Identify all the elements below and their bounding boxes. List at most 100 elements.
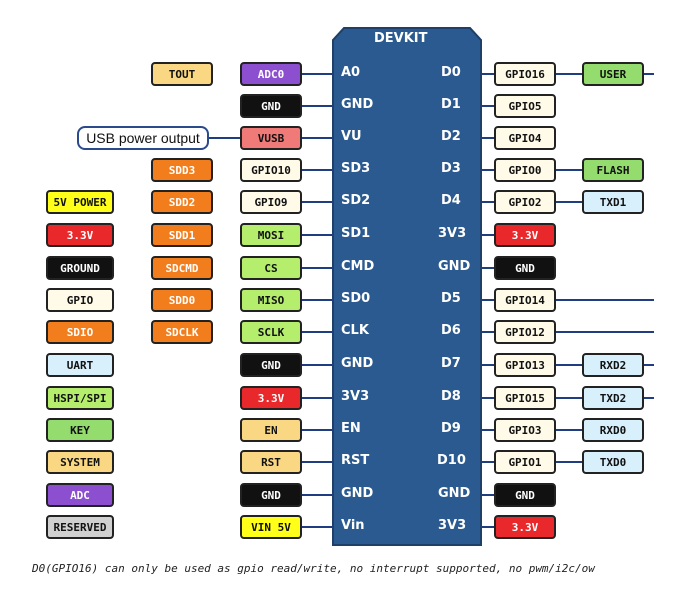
left-label-sdd1: SDD1 xyxy=(151,223,213,247)
label-connector-line xyxy=(556,461,582,463)
label-connector-line xyxy=(556,201,582,203)
left-label-gpio9: GPIO9 xyxy=(240,190,302,214)
board-title: DEVKIT xyxy=(374,31,428,46)
pin-left-rst: RST xyxy=(341,453,370,468)
pin-left-a0: A0 xyxy=(341,65,361,80)
pin-right-d9: D9 xyxy=(441,421,461,436)
pin-connector-line xyxy=(302,234,333,236)
pin-connector-line xyxy=(481,267,494,269)
pin-right-d3: D3 xyxy=(441,161,461,176)
left-label-gpio10: GPIO10 xyxy=(240,158,302,182)
pin-connector-line xyxy=(481,494,494,496)
left-label-en: EN xyxy=(240,418,302,442)
pin-connector-line xyxy=(302,137,333,139)
pin-connector-line xyxy=(302,267,333,269)
right-label-gpio4: GPIO4 xyxy=(494,126,556,150)
right-label-gnd: GND xyxy=(494,256,556,280)
pin-connector-line xyxy=(302,201,333,203)
right-label-gpio5: GPIO5 xyxy=(494,94,556,118)
left-label-gnd: GND xyxy=(240,353,302,377)
pin-left-cmd: CMD xyxy=(341,259,375,274)
right-label-gpio3: GPIO3 xyxy=(494,418,556,442)
left-label-mosi: MOSI xyxy=(240,223,302,247)
left-label-sdclk: SDCLK xyxy=(151,320,213,344)
pin-right-d8: D8 xyxy=(441,389,461,404)
legend-sdio: SDIO xyxy=(46,320,114,344)
pin-left-gnd: GND xyxy=(341,356,374,371)
left-label-rst: RST xyxy=(240,450,302,474)
pin-right-d7: D7 xyxy=(441,356,461,371)
pin-connector-line xyxy=(481,137,494,139)
legend-ground: GROUND xyxy=(46,256,114,280)
left-label-sclk: SCLK xyxy=(240,320,302,344)
label-connector-line xyxy=(556,169,582,171)
pin-connector-line xyxy=(302,73,333,75)
left-label-sdd2: SDD2 xyxy=(151,190,213,214)
label-connector-line xyxy=(556,429,582,431)
pin-left-gnd: GND xyxy=(341,486,374,501)
right-label-gpio13: GPIO13 xyxy=(494,353,556,377)
pin-right-d5: D5 xyxy=(441,291,461,306)
legend-gpio: GPIO xyxy=(46,288,114,312)
right-label-gpio14: GPIO14 xyxy=(494,288,556,312)
left-label-miso: MISO xyxy=(240,288,302,312)
right-label-gpio15: GPIO15 xyxy=(494,386,556,410)
pin-connector-line xyxy=(481,105,494,107)
right-label-txd0: TXD0 xyxy=(582,450,644,474)
pin-right-d10: D10 xyxy=(437,453,466,468)
left-label-gnd: GND xyxy=(240,483,302,507)
pin-connector-line xyxy=(481,331,494,333)
pin-left-sd2: SD2 xyxy=(341,193,371,208)
pin-connector-line xyxy=(302,397,333,399)
pin-connector-line xyxy=(481,397,494,399)
pin-connector-line xyxy=(302,331,333,333)
left-label-vusb: VUSB xyxy=(240,126,302,150)
pin-connector-line xyxy=(481,73,494,75)
pin-connector-line xyxy=(302,494,333,496)
left-label-cs: CS xyxy=(240,256,302,280)
right-label-txd2: TXD2 xyxy=(582,386,644,410)
left-label-3v3: 3.3V xyxy=(240,386,302,410)
pin-connector-line xyxy=(481,461,494,463)
pin-connector-line xyxy=(481,364,494,366)
label-connector-line xyxy=(644,397,654,399)
pin-connector-line xyxy=(302,299,333,301)
label-connector-line xyxy=(556,73,582,75)
pin-right-d6: D6 xyxy=(441,323,461,338)
legend-adc: ADC xyxy=(46,483,114,507)
pin-connector-line xyxy=(481,169,494,171)
pin-connector-line xyxy=(302,429,333,431)
pin-right-gnd: GND xyxy=(438,259,471,274)
right-label-flash: FLASH xyxy=(582,158,644,182)
legend-system: SYSTEM xyxy=(46,450,114,474)
left-label-gnd: GND xyxy=(240,94,302,118)
legend-3v3: 3.3V xyxy=(46,223,114,247)
label-connector-line xyxy=(556,364,582,366)
pin-left-gnd: GND xyxy=(341,97,374,112)
pin-connector-line xyxy=(481,299,494,301)
right-label-gpio1: GPIO1 xyxy=(494,450,556,474)
label-connector-line xyxy=(556,299,654,301)
right-label-gpio2: GPIO2 xyxy=(494,190,556,214)
left-label-adc0: ADC0 xyxy=(240,62,302,86)
pin-connector-line xyxy=(481,201,494,203)
pin-connector-line xyxy=(302,461,333,463)
pin-left-clk: CLK xyxy=(341,323,369,338)
legend-key: KEY xyxy=(46,418,114,442)
legend-uart: UART xyxy=(46,353,114,377)
pin-right-d1: D1 xyxy=(441,97,461,112)
legend-hspi-spi: HSPI/SPI xyxy=(46,386,114,410)
pin-right-d0: D0 xyxy=(441,65,461,80)
right-label-rxd2: RXD2 xyxy=(582,353,644,377)
pin-right-3v3: 3V3 xyxy=(438,226,467,241)
pin-right-d4: D4 xyxy=(441,193,461,208)
pin-left-sd3: SD3 xyxy=(341,161,371,176)
right-label-gnd: GND xyxy=(494,483,556,507)
pin-connector-line xyxy=(302,364,333,366)
left-label-sdcmd: SDCMD xyxy=(151,256,213,280)
right-label-rxd0: RXD0 xyxy=(582,418,644,442)
pin-right-3v3: 3V3 xyxy=(438,518,467,533)
pin-left-3v3: 3V3 xyxy=(341,389,370,404)
left-label-vin-5v: VIN 5V xyxy=(240,515,302,539)
